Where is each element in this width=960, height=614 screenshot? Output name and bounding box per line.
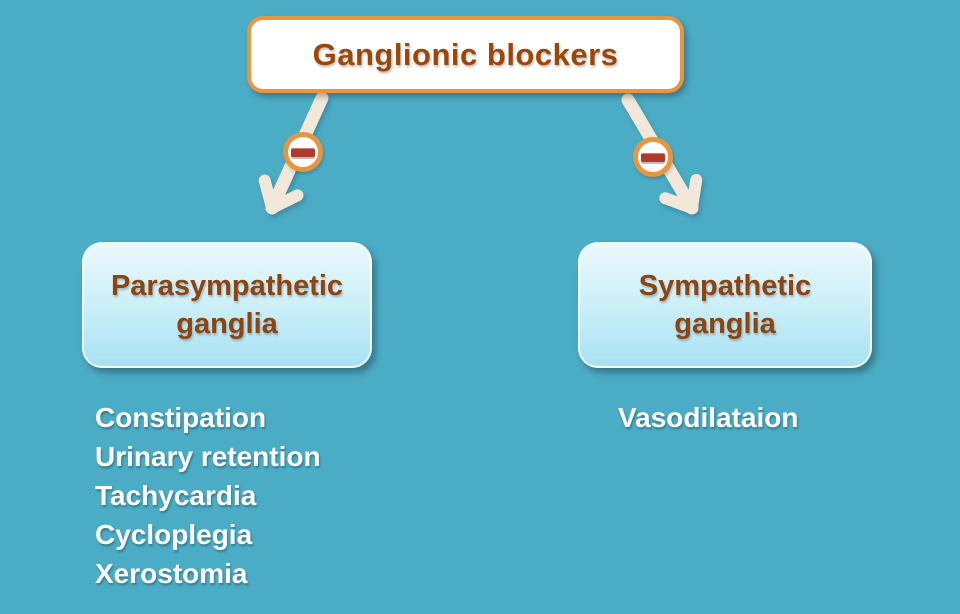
diagram-title: Ganglionic blockers xyxy=(312,36,619,72)
node-label-line: Sympathetic xyxy=(638,270,812,302)
node-label-line: Parasympathetic xyxy=(110,270,344,302)
effect-item: Constipation xyxy=(95,402,267,433)
effect-item: Xerostomia xyxy=(95,558,248,589)
effect-item: Vasodilataion xyxy=(618,402,799,433)
inhibition-badge-left xyxy=(283,132,323,172)
effect-item: Cycloplegia xyxy=(95,519,253,550)
node-label-line: ganglia xyxy=(674,308,776,340)
minus-icon xyxy=(641,152,665,162)
inhibition-badge-right xyxy=(633,137,673,177)
effect-item: Tachycardia xyxy=(95,480,257,511)
node-sympathetic-ganglia: Sympathetic ganglia xyxy=(578,242,872,368)
node-label-line: ganglia xyxy=(176,308,278,340)
effects-list-parasympathetic: Constipation Urinary retention Tachycard… xyxy=(95,398,321,593)
title-box: Ganglionic blockers xyxy=(247,16,684,93)
effect-item: Urinary retention xyxy=(95,441,321,472)
effects-list-sympathetic: Vasodilataion xyxy=(618,398,799,437)
minus-icon xyxy=(291,147,315,157)
node-parasympathetic-ganglia: Parasympathetic ganglia xyxy=(82,242,372,368)
